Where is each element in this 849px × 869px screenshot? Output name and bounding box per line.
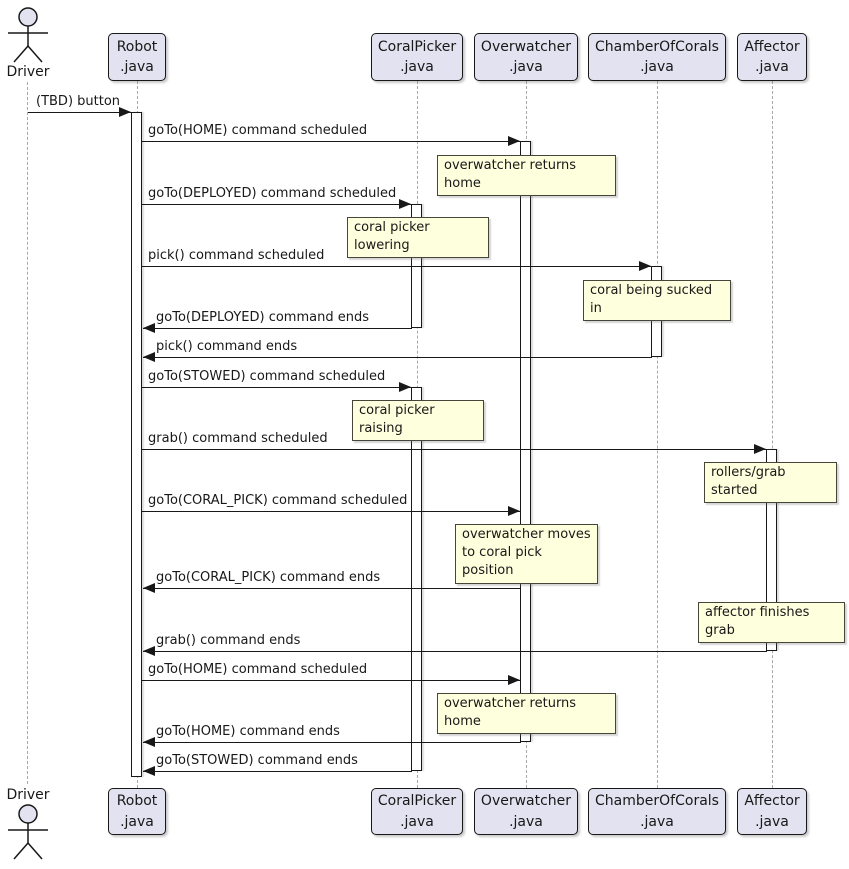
participant-chamberofcorals-top: ChamberOfCorals .java <box>588 33 726 81</box>
arrowhead-icon <box>508 675 520 685</box>
arrowhead-icon <box>754 444 766 454</box>
participant-robot-top: Robot .java <box>108 33 166 81</box>
note-overwatcher-moves: overwatcher moves to coral pick position <box>455 524 598 584</box>
participant-coralpicker-bottom: CoralPicker .java <box>371 788 463 835</box>
participant-affector-top: Affector .java <box>737 33 807 81</box>
arrowhead-icon <box>119 107 131 117</box>
participant-robot-bottom: Robot .java <box>108 788 166 835</box>
arrowhead-icon <box>143 323 155 333</box>
actor-driver-bottom-label: Driver <box>6 787 50 803</box>
arrowhead-icon <box>143 646 155 656</box>
note-overwatcher-returns-home-2: overwatcher returns home <box>437 693 616 735</box>
participant-affector-bottom: Affector .java <box>737 788 807 835</box>
activation-overwatcher <box>520 141 531 742</box>
note-rollers-grab-started: rollers/grab started <box>704 462 837 504</box>
stick-figure-icon <box>8 804 48 860</box>
arrowhead-icon <box>399 199 411 209</box>
stick-figure-icon <box>8 7 48 63</box>
lifeline-chamberofcorals <box>657 81 658 788</box>
arrowhead-icon <box>639 261 651 271</box>
lifeline-affector <box>772 81 773 788</box>
note-coral-picker-raising: coral picker raising <box>352 400 484 442</box>
actor-driver-bottom <box>0 803 56 861</box>
actor-driver-top <box>0 6 56 64</box>
participant-overwatcher-bottom: Overwatcher .java <box>474 788 578 835</box>
note-affector-finishes-grab: affector finishes grab <box>698 602 845 644</box>
participant-coralpicker-top: CoralPicker .java <box>371 33 463 81</box>
lifeline-driver <box>27 82 28 784</box>
arrowhead-icon <box>508 136 520 146</box>
arrowhead-icon <box>143 737 155 747</box>
note-coral-being-sucked-in: coral being sucked in <box>583 280 731 322</box>
arrowhead-icon <box>143 583 155 593</box>
activation-robot <box>131 112 142 777</box>
activation-coralpicker-2 <box>411 387 422 771</box>
arrowhead-icon <box>508 506 520 516</box>
participant-chamberofcorals-bottom: ChamberOfCorals .java <box>588 788 726 835</box>
arrowhead-icon <box>143 766 155 776</box>
participant-overwatcher-top: Overwatcher .java <box>474 33 578 81</box>
arrowhead-icon <box>143 352 155 362</box>
note-overwatcher-returns-home-1: overwatcher returns home <box>437 155 616 197</box>
arrowhead-icon <box>399 382 411 392</box>
actor-driver-top-label: Driver <box>6 64 50 80</box>
note-coral-picker-lowering: coral picker lowering <box>347 217 489 259</box>
activation-affector <box>766 449 777 651</box>
